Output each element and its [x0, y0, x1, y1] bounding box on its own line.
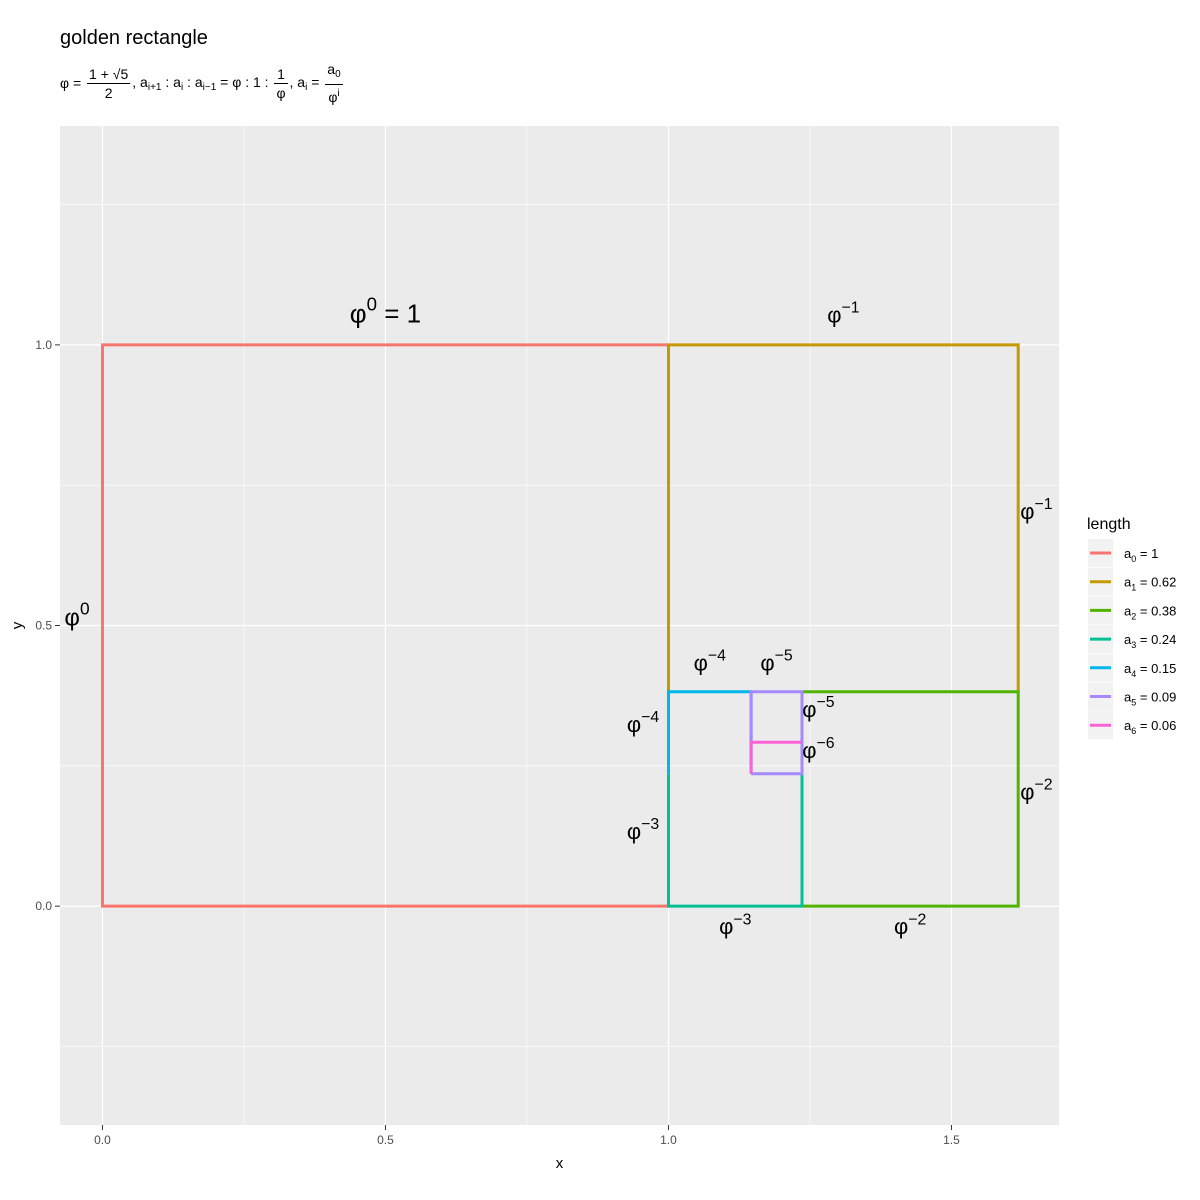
- series-paths: [101, 343, 1020, 908]
- series-path-a6: [749, 740, 802, 774]
- annotation-phi-label: φ−6: [802, 735, 835, 763]
- ai-denominator: φi: [325, 85, 342, 106]
- annotation-phi-label: φ−5: [802, 694, 835, 722]
- annotation-exponent: −3: [641, 816, 659, 833]
- annotation-base: φ: [802, 738, 816, 763]
- annotation-phi-label: φ−1: [1020, 496, 1053, 524]
- ratio-a3: : a: [183, 73, 203, 90]
- annotation-base: φ: [64, 605, 80, 632]
- annotation-exponent: −4: [641, 709, 659, 726]
- ai-num-sub: 0: [335, 69, 341, 80]
- annotation-phi-label: φ0 = 1: [350, 294, 421, 329]
- annotation-base: φ: [694, 650, 708, 675]
- legend-label-a1: a1 = 0.62: [1124, 575, 1176, 593]
- annotation-exponent: −5: [817, 694, 835, 711]
- annotation-base: φ: [1020, 499, 1034, 524]
- ai-den-sup: i: [337, 88, 340, 99]
- annotation-phi-label: φ−4: [627, 709, 660, 737]
- legend: length a0 = 1 a1 = 0.62 a2 = 0.38 a3 = 0.24 a…: [1087, 516, 1176, 740]
- annotation-exponent: −2: [908, 911, 926, 928]
- annotation-base: φ: [350, 298, 367, 328]
- annotation-exponent: 0: [80, 599, 90, 619]
- annotation-base: φ: [894, 914, 908, 939]
- annotation-exponent: −1: [841, 300, 859, 317]
- ai-equals: =: [307, 73, 320, 90]
- inverse-phi-fraction: 1 φ: [274, 65, 288, 102]
- chart-title: golden rectangle: [60, 27, 208, 49]
- y-tick-label: 1.0: [35, 338, 52, 352]
- annotation-exponent: −3: [733, 911, 751, 928]
- ratio-sub-i: i: [180, 81, 184, 93]
- chart-subtitle: φ = 1 + √5 2 , ai+1 : ai : ai−1 = φ : 1 …: [60, 60, 345, 106]
- ratio-sub-im1: i−1: [202, 81, 217, 93]
- legend-label-a2: a2 = 0.38: [1124, 603, 1176, 621]
- axes: 0.0 0.5 1.0 1.5 0.0 0.5 1.0 x y: [9, 338, 960, 1172]
- annotation-base: φ: [627, 712, 641, 737]
- phi-definition-fraction: 1 + √5 2: [87, 65, 131, 102]
- annotation-base: φ: [827, 302, 841, 327]
- annotation-base: φ: [719, 914, 733, 939]
- annotation-exponent: −5: [775, 647, 793, 664]
- legend-title: length: [1087, 516, 1131, 533]
- ai-den-phi: φ: [328, 89, 338, 105]
- series-path-a2: [802, 690, 1020, 908]
- legend-label-a6: a6 = 0.06: [1124, 718, 1176, 736]
- phi-definition-lhs: φ =: [60, 75, 82, 91]
- annotation-phi-label: φ0: [64, 599, 89, 632]
- series-path-a1: [667, 343, 1020, 692]
- annotation-phi-label: φ−5: [760, 647, 793, 675]
- legend-label-a5: a5 = 0.09: [1124, 690, 1176, 708]
- annotation-suffix: = 1: [377, 298, 421, 328]
- legend-label-a4: a4 = 0.15: [1124, 661, 1176, 679]
- ratio-a1: , a: [132, 73, 148, 90]
- ratio-equals: = φ : 1 :: [216, 73, 269, 90]
- inverse-phi-numerator: 1: [274, 65, 288, 84]
- annotation-phi-label: φ−3: [627, 816, 660, 844]
- x-tick-label: 1.5: [943, 1133, 960, 1147]
- annotation-exponent: −1: [1034, 496, 1052, 513]
- y-tick-label: 0.5: [35, 619, 52, 633]
- annotation-exponent: 0: [367, 294, 377, 315]
- series-path-a0: [101, 343, 669, 908]
- annotation-base: φ: [760, 650, 774, 675]
- annotation-phi-label: φ−3: [719, 911, 752, 939]
- ratio-sub-i1: i+1: [147, 81, 162, 93]
- phi-definition-numerator: 1 + √5: [87, 65, 131, 84]
- ai-sub: i: [305, 81, 308, 93]
- ai-numerator: a0: [325, 60, 343, 85]
- annotation-phi-label: φ−4: [694, 647, 727, 675]
- inverse-phi-denominator: φ: [276, 84, 286, 101]
- y-tick-label: 0.0: [35, 899, 52, 913]
- ratio-a2: : a: [161, 73, 181, 90]
- ai-a: , a: [289, 73, 306, 90]
- annotation-base: φ: [1020, 779, 1034, 804]
- annotation-phi-label: φ−1: [827, 300, 860, 328]
- annotation-phi-label: φ−2: [1020, 777, 1052, 805]
- ai-fraction: a0 φi: [325, 60, 343, 106]
- annotation-exponent: −6: [817, 735, 835, 752]
- annotation-exponent: −4: [708, 647, 726, 664]
- annotation-exponent: −2: [1034, 777, 1052, 794]
- x-tick-label: 1.0: [660, 1133, 677, 1147]
- x-tick-label: 0.5: [377, 1133, 394, 1147]
- y-axis-label: y: [9, 621, 26, 629]
- x-tick-label: 0.0: [94, 1133, 111, 1147]
- ai-num-a: a: [327, 61, 336, 77]
- legend-label-a3: a3 = 0.24: [1124, 632, 1176, 650]
- series-path-a5: [749, 690, 804, 776]
- legend-label-a0: a0 = 1: [1124, 546, 1158, 564]
- phi-definition-denominator: 2: [104, 84, 113, 101]
- ratio-expression: , ai+1 : ai : ai−1 = φ : 1 :: [132, 74, 268, 93]
- annotation-phi-label: φ−2: [894, 911, 926, 939]
- annotation-base: φ: [627, 819, 641, 844]
- annotation-base: φ: [802, 697, 816, 722]
- x-axis-label: x: [556, 1155, 564, 1172]
- series-path-a3: [667, 773, 804, 908]
- ai-expression: , ai =: [290, 74, 320, 93]
